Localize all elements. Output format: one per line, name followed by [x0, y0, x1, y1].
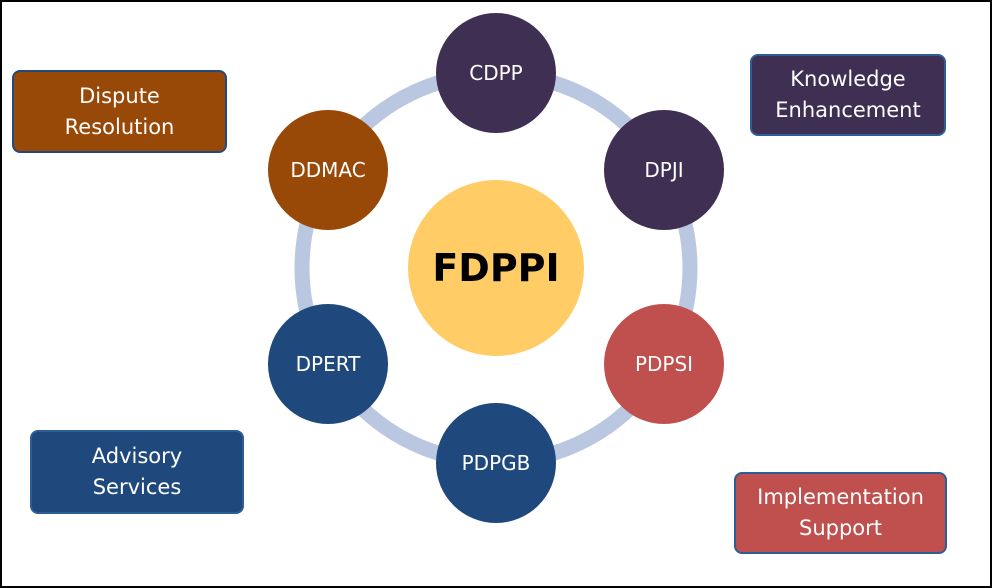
node-ddmac: DDMAC	[268, 110, 388, 230]
box-line: Enhancement	[775, 98, 921, 122]
node-label: DDMAC	[290, 158, 366, 182]
node-label: DPERT	[295, 352, 361, 376]
box-advisory-services: Advisory Services	[30, 430, 244, 514]
box-line: Services	[92, 475, 182, 499]
box-dispute-resolution: Dispute Resolution	[12, 70, 227, 153]
box-line: Implementation	[757, 485, 924, 509]
node-cdpp: CDPP	[436, 13, 556, 133]
center-node-fdppi: FDPPI	[408, 180, 584, 356]
box-line: Dispute	[79, 83, 160, 108]
box-implementation-support: Implementation Support	[734, 472, 947, 554]
node-dpji: DPJI	[604, 110, 724, 230]
node-pdpsi: PDPSI	[604, 304, 724, 424]
node-label: PDPGB	[461, 451, 531, 475]
box-knowledge-enhancement: Knowledge Enhancement	[750, 54, 946, 136]
node-label: DPJI	[644, 158, 684, 182]
node-dpert: DPERT	[268, 304, 388, 424]
box-line: Support	[798, 516, 882, 540]
node-label: CDPP	[469, 61, 523, 85]
node-pdpgb: PDPGB	[436, 403, 556, 523]
box-line: Advisory	[91, 444, 183, 468]
node-label: PDPSI	[634, 352, 694, 376]
box-line: Knowledge	[790, 67, 906, 91]
center-label: FDPPI	[432, 246, 560, 290]
box-line: Resolution	[64, 114, 175, 139]
